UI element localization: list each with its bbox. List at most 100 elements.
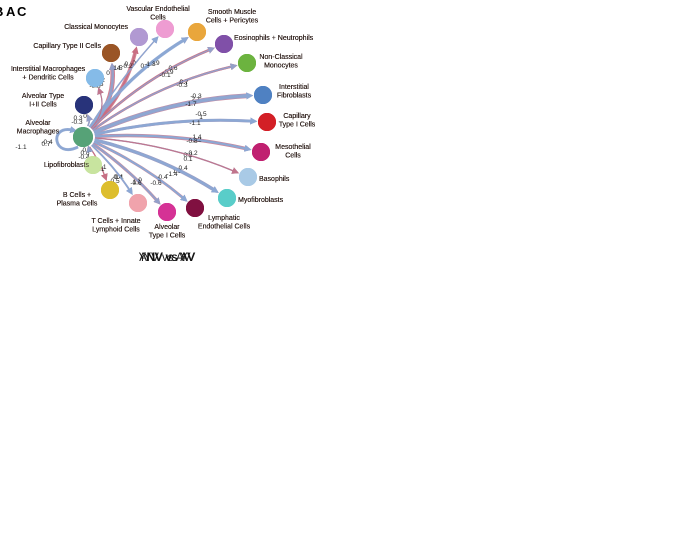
edge-value-C-interstitial-fibroblasts: -1.7 [185, 101, 197, 108]
node-label-line: Eosinophils + Neutrophils [234, 35, 314, 42]
edge-value-C-capillary-type1: -1.1 [189, 120, 201, 127]
node-label-B-lipofibroblasts: Lipofibroblasts [44, 162, 90, 169]
node-label-line: Interstitial [279, 84, 309, 91]
node-label-line: I+II Cells [29, 102, 57, 109]
node-label-line: Cells + Pericytes [206, 18, 259, 25]
node-label-line: Smooth Muscle [208, 9, 256, 16]
node-label-line: Cells [285, 153, 301, 160]
node-label-A-basophils: Basophils [259, 176, 290, 183]
node-label-line: Lymphoid Cells [92, 227, 140, 234]
edge-value-C-non-classical-monocytes: -0.3 [176, 82, 188, 89]
edge-C-interstitial-mac-dc [90, 87, 104, 129]
node-label-line: Alveolar [154, 224, 180, 231]
edge-value-C-lymphatic-endothelial: -0.6 [150, 180, 162, 187]
node-label-line: Fibroblasts [277, 93, 312, 100]
node-label-C-classical-monocytes: Classical Monocytes [64, 24, 128, 31]
node-label-line: Interstitial Macrophages [11, 66, 86, 73]
node-label-line: Interstitial [279, 84, 309, 91]
node-label-line: Alveolar [25, 120, 51, 127]
node-label-line: + Dendritic Cells [22, 75, 74, 82]
edge-value-B-vascular-endothelial: 0 [132, 60, 136, 67]
node-label-B-eosinophils-neutrophils: Eosinophils + Neutrophils [234, 35, 314, 42]
node-label-line: Monocytes [264, 63, 298, 70]
node-label-line: T Cells + Innate [91, 218, 140, 225]
node-label-C-b-cells-plasma: B Cells +Plasma Cells [57, 192, 98, 208]
node-label-line: Alveolar [25, 120, 51, 127]
node-label-line: T Cells + Innate [91, 218, 140, 225]
node-label-A-capillary-type2: Capillary Type II Cells [33, 43, 101, 50]
node-label-A-b-cells-plasma: B Cells +Plasma Cells [57, 192, 98, 208]
edge-C-eosinophils-neutrophils [91, 47, 215, 129]
node-label-line: Mesothelial [275, 144, 311, 151]
edge-C-mesothelial [94, 134, 252, 152]
edge-value-C-myofibroblasts: -1.4 [166, 171, 178, 178]
edge-value-A-vascular-endothelial: 0.2 [124, 61, 133, 68]
edge-value-A-t-cells-innate: 0.4 [113, 174, 122, 181]
node-label-line: Type I Cells [149, 233, 186, 240]
panel-letter-C: C [17, 4, 27, 19]
edge-C-interstitial-fibroblasts [93, 92, 254, 135]
node-label-line: Alveolar Type [22, 93, 64, 100]
node-C-basophils [239, 168, 257, 186]
panel-title-B: ANV vs AV [139, 252, 195, 264]
node-label-line: Fibroblasts [277, 93, 312, 100]
node-C-myofibroblasts [218, 189, 236, 207]
node-label-line: Lymphoid Cells [92, 227, 140, 234]
node-label-line: Non-Classical [259, 54, 303, 61]
node-label-line: Basophils [259, 176, 290, 183]
edge-value-A-capillary-type1: 1 [199, 114, 203, 121]
node-label-line: I+II Cells [29, 102, 57, 109]
edge-value-B-capillary-type1: -0.5 [195, 111, 207, 118]
node-label-line: Capillary Type II Cells [33, 43, 101, 50]
node-C-classical-monocytes [130, 28, 148, 46]
node-label-line: Lipofibroblasts [44, 162, 90, 169]
node-label-A-classical-monocytes: Classical Monocytes [64, 24, 128, 31]
node-label-line: Capillary Type II Cells [33, 43, 101, 50]
node-C-interstitial-mac-dc [86, 69, 104, 87]
edge-value-B-classical-monocytes: 1.5 [113, 65, 122, 72]
edge-value-C-alveolar-type1: -0.6 [130, 180, 142, 187]
node-C-lymphatic-endothelial [186, 199, 204, 217]
node-C-interstitial-fibroblasts [254, 86, 272, 104]
node-label-line: Plasma Cells [57, 201, 98, 208]
edge-C-basophils [94, 137, 240, 174]
edge-value-A-self-loop: 0.7 [41, 141, 50, 148]
node-label-line: Macrophages [17, 129, 60, 136]
node-label-line: Lipofibroblasts [44, 162, 90, 169]
node-label-B-interstitial-mac-dc: Interstitial Macrophages + Dendritic Cell… [11, 66, 86, 82]
node-label-line: Type I Cells [149, 233, 186, 240]
node-C-non-classical-monocytes [238, 54, 256, 72]
edge-C-capillary-type1 [94, 117, 258, 136]
edge-value-C-vascular-endothelial: -0.2 [121, 63, 133, 70]
edge-value-C-self-loop: -1.1 [15, 144, 27, 151]
node-C-alveolar-type1 [158, 203, 176, 221]
node-label-line: + Dendritic Cells [22, 75, 74, 82]
node-label-line: Alveolar [154, 224, 180, 231]
node-label-B-basophils: Basophils [259, 176, 290, 183]
node-label-line: Type I Cells [279, 122, 316, 129]
node-label-line: Lipofibroblasts [44, 162, 90, 169]
edge-value-C-eosinophils-neutrophils: -0.1 [159, 72, 171, 79]
panel-title-A: YNV vs YV [139, 252, 196, 264]
node-label-C-basophils: Basophils [259, 176, 290, 183]
node-label-line: Vascular Endothelial [126, 6, 190, 13]
node-label-line: Cells + Pericytes [206, 18, 259, 25]
node-label-C-myofibroblasts: Myofibroblasts [238, 197, 284, 204]
node-label-A-eosinophils-neutrophils: Eosinophils + Neutrophils [234, 35, 314, 42]
